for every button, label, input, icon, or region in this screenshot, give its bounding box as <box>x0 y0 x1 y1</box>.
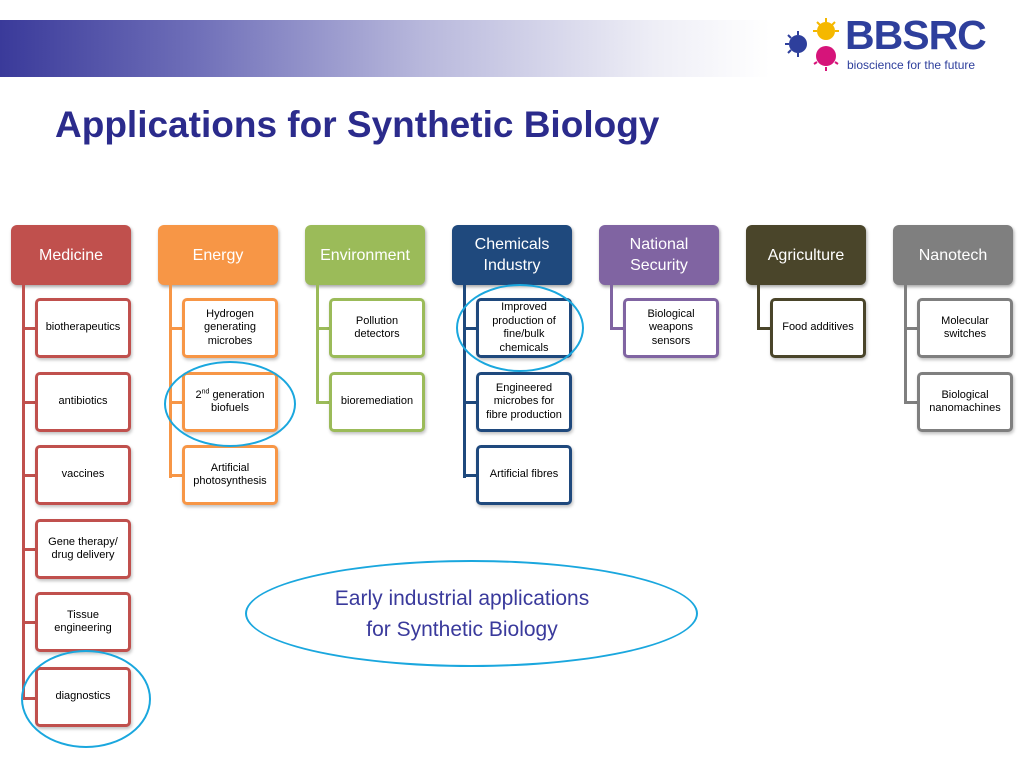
item-biotherapeutics: biotherapeutics <box>35 298 131 358</box>
item-pollution-detectors: Pollution detectors <box>329 298 425 358</box>
item-molecular-switches: Molecular switches <box>917 298 1013 358</box>
category-environment: Environment <box>305 225 425 285</box>
category-national-security: National Security <box>599 225 719 285</box>
callout-text: Early industrial applications for Synthe… <box>247 583 677 645</box>
page-title: Applications for Synthetic Biology <box>55 104 660 145</box>
connector-line <box>169 285 172 478</box>
header-gradient-bar <box>0 20 770 77</box>
connector-line <box>904 327 918 330</box>
connector-line <box>316 327 330 330</box>
item-engineered-microbes: Engineered microbes for fibre production <box>476 372 572 432</box>
connector-line <box>22 285 25 700</box>
connector-line <box>22 621 36 624</box>
category-nanotech: Nanotech <box>893 225 1013 285</box>
item-hydrogen-microbes: Hydrogen generating microbes <box>182 298 278 358</box>
connector-line <box>22 474 36 477</box>
connector-line <box>22 401 36 404</box>
item-artificial-photosynthesis: Artificial photosynthesis <box>182 445 278 505</box>
connector-line <box>169 474 183 477</box>
category-label: Environment <box>320 246 410 264</box>
category-energy: Energy <box>158 225 278 285</box>
highlight-circle-fine-chemicals <box>456 284 584 372</box>
category-label: Chemicals Industry <box>474 236 550 274</box>
item-vaccines: vaccines <box>35 445 131 505</box>
category-agriculture: Agriculture <box>746 225 866 285</box>
connector-line <box>757 285 760 330</box>
item-bioremediation: bioremediation <box>329 372 425 432</box>
category-chemicals-industry: Chemicals Industry <box>452 225 572 285</box>
callout-ellipse <box>245 560 698 667</box>
item-biological-nanomachines: Biological nanomachines <box>917 372 1013 432</box>
connector-line <box>904 401 918 404</box>
connector-line <box>463 401 477 404</box>
category-label: Medicine <box>38 246 104 264</box>
connector-line <box>610 327 624 330</box>
connector-line <box>757 327 771 330</box>
connector-line <box>22 548 36 551</box>
item-tissue-engineering: Tissue engineering <box>35 592 131 652</box>
connector-line <box>316 401 330 404</box>
logo-tagline: bioscience for the future <box>847 58 976 72</box>
item-food-additives: Food additives <box>770 298 866 358</box>
item-antibiotics: antibiotics <box>35 372 131 432</box>
highlight-circle-diagnostics <box>21 650 151 748</box>
connector-line <box>169 327 183 330</box>
callout-line-2: for Synthetic Biology <box>366 618 558 641</box>
item-artificial-fibres: Artificial fibres <box>476 445 572 505</box>
category-label: Energy <box>192 246 244 264</box>
connector-line <box>610 285 613 330</box>
item-biological-weapons-sensors: Biological weapons sensors <box>623 298 719 358</box>
connector-line <box>463 285 466 478</box>
connector-line <box>463 474 477 477</box>
connector-line <box>316 285 319 404</box>
bbsrc-logo-icon <box>785 18 839 71</box>
category-label: National Security <box>629 236 689 274</box>
callout-line-1: Early industrial applications <box>334 587 590 610</box>
category-label: Agriculture <box>767 246 845 264</box>
category-label: Nanotech <box>918 246 988 264</box>
connector-line <box>904 285 907 404</box>
logo-wordmark: BBSRC <box>845 12 987 58</box>
connector-line <box>22 327 36 330</box>
category-medicine: Medicine <box>11 225 131 285</box>
highlight-circle-biofuels <box>164 361 296 447</box>
item-gene-therapy: Gene therapy/ drug delivery <box>35 519 131 579</box>
